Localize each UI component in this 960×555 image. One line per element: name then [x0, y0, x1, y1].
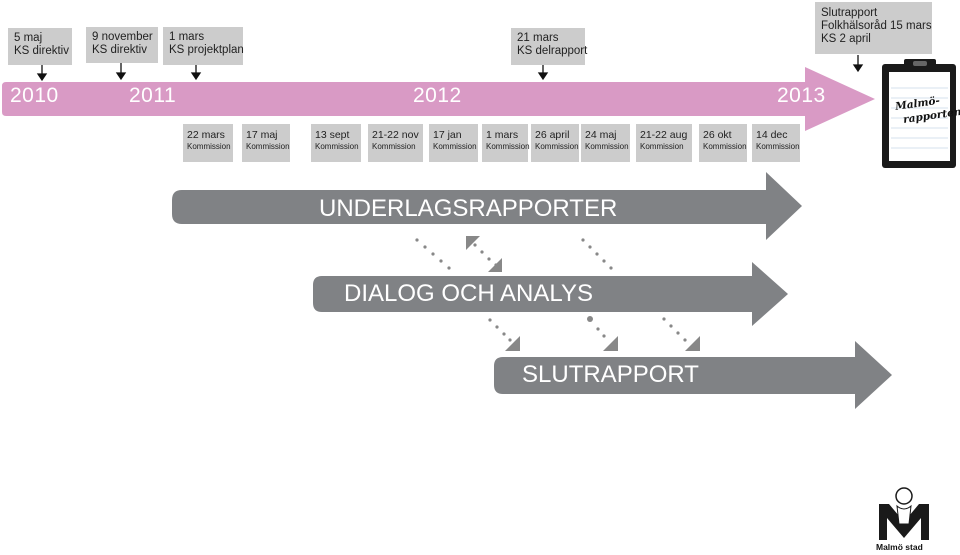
- meeting-label: Kommission: [703, 142, 747, 151]
- meeting-date: 14 dec: [756, 129, 788, 141]
- year-label: 2010: [10, 84, 59, 107]
- milestone-event: KS delrapport: [517, 45, 588, 57]
- report-clipboard-icon: [882, 59, 956, 168]
- phase-arrow-underlag: [172, 172, 802, 240]
- phase-arrow-slutrapport: [494, 341, 892, 409]
- meeting-date: 1 mars: [486, 129, 519, 141]
- meeting-date: 21-22 aug: [640, 129, 688, 141]
- commission-meeting: 17 jan Kommission: [429, 124, 478, 162]
- meeting-label: Kommission: [315, 142, 359, 151]
- meeting-label: Kommission: [535, 142, 579, 151]
- malmo-stad-logo: [879, 487, 929, 540]
- year-label: 2011: [129, 84, 177, 107]
- meeting-label: Kommission: [756, 142, 800, 151]
- timeline-arrow: [2, 67, 875, 131]
- meeting-date: 26 okt: [703, 129, 732, 141]
- commission-meeting: 14 dec Kommission: [752, 124, 800, 162]
- milestone-event: KS direktiv: [14, 45, 69, 57]
- milestone-event: KS projektplan: [169, 44, 244, 56]
- meeting-label: Kommission: [187, 142, 231, 151]
- year-label: 2013: [777, 84, 826, 107]
- milestone-event: KS 2 april: [821, 33, 871, 45]
- commission-meeting: 1 mars Kommission: [482, 124, 530, 162]
- commission-meeting: 21-22 nov Kommission: [368, 124, 423, 162]
- meeting-label: Kommission: [585, 142, 629, 151]
- milestone-event: KS direktiv: [92, 44, 147, 56]
- milestone-9-november: 9 november KS direktiv: [86, 27, 158, 63]
- commission-meeting: 17 maj Kommission: [242, 124, 290, 162]
- meeting-label: Kommission: [640, 142, 684, 151]
- milestone-5-maj: 5 maj KS direktiv: [8, 28, 72, 65]
- meeting-date: 17 jan: [433, 129, 462, 141]
- meeting-label: Kommission: [372, 142, 416, 151]
- phase-label-slutrapport: SLUTRAPPORT: [522, 361, 699, 388]
- meeting-date: 24 maj: [585, 129, 617, 141]
- commission-meeting: 26 april Kommission: [531, 124, 579, 162]
- flow-connectors: [415, 236, 700, 351]
- milestone-date: 1 mars: [169, 31, 205, 43]
- commission-meeting: 24 maj Kommission: [581, 124, 630, 162]
- commission-meeting: 22 mars Kommission: [183, 124, 233, 162]
- commission-meeting: 13 sept Kommission: [311, 124, 361, 162]
- meeting-date: 17 maj: [246, 129, 278, 141]
- meeting-label: Kommission: [433, 142, 477, 151]
- year-label: 2012: [413, 84, 462, 107]
- commission-meeting: 26 okt Kommission: [699, 124, 747, 162]
- meeting-date: 21-22 nov: [372, 129, 419, 141]
- milestone-pointers: [36, 55, 864, 82]
- commission-meeting: 21-22 aug Kommission: [636, 124, 692, 162]
- meeting-label: Kommission: [246, 142, 290, 151]
- meeting-date: 22 mars: [187, 129, 225, 141]
- meeting-label: Kommission: [486, 142, 530, 151]
- milestone-date: 21 mars: [517, 32, 559, 44]
- milestone-event: Folkhälsoråd 15 mars: [821, 20, 932, 32]
- logo-text: Malmö stad: [876, 542, 923, 552]
- milestone-slutrapport: Slutrapport Folkhälsoråd 15 mars KS 2 ap…: [815, 2, 932, 54]
- milestone-1-mars: 1 mars KS projektplan: [163, 27, 244, 65]
- meeting-date: 26 april: [535, 129, 570, 141]
- phase-label-underlag: UNDERLAGSRAPPORTER: [319, 195, 618, 222]
- phase-label-dialog: DIALOG OCH ANALYS: [344, 280, 593, 307]
- meeting-date: 13 sept: [315, 129, 350, 141]
- milestone-date: 5 maj: [14, 32, 43, 44]
- milestone-21-mars: 21 mars KS delrapport: [511, 28, 588, 65]
- milestone-title: Slutrapport: [821, 7, 878, 19]
- phase-arrow-dialog: [313, 262, 788, 326]
- milestone-date: 9 november: [92, 31, 153, 43]
